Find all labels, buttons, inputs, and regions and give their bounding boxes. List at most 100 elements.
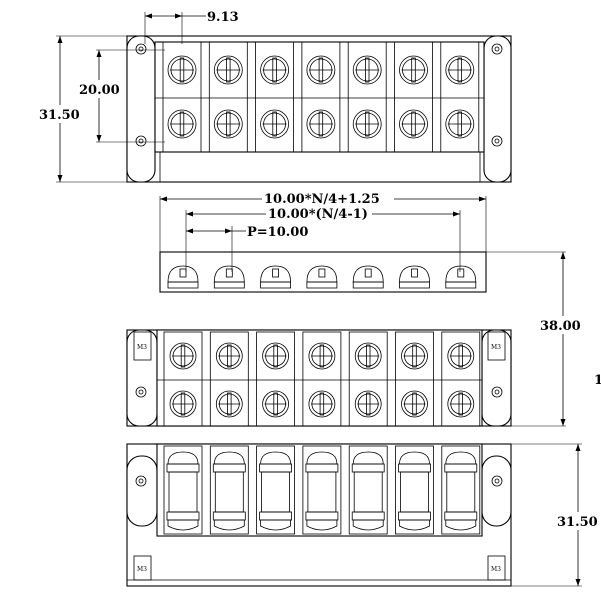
screw-head-outer bbox=[167, 109, 197, 139]
screw-cap-top bbox=[306, 451, 338, 465]
screw-cap-slot bbox=[225, 268, 233, 278]
terminal-cell bbox=[163, 445, 203, 535]
dim-row-spacing: 20.00 bbox=[79, 83, 120, 98]
bottom-view: M3 M3 bbox=[126, 443, 512, 587]
screw-head-outer bbox=[169, 390, 197, 418]
screw-cap-base bbox=[306, 281, 338, 289]
terminal-cell bbox=[395, 445, 434, 535]
terminal-cell bbox=[394, 41, 433, 153]
screw-cap-slot bbox=[457, 268, 465, 278]
terminal-cell bbox=[302, 331, 342, 427]
screw-cap-bottom bbox=[445, 519, 477, 531]
screw-cap bbox=[167, 265, 199, 283]
terminal-cell bbox=[209, 331, 249, 427]
screw-head-outer bbox=[260, 55, 290, 85]
screw-head-outer bbox=[401, 390, 428, 418]
screw-cap-bottom bbox=[399, 519, 430, 531]
middle-view-dimensions: 10.00*N/4+1.25 10.00*(N/4-1) P=10.00 38.… bbox=[159, 191, 601, 427]
terminal-cell bbox=[208, 41, 248, 153]
middle-view-upper-housing bbox=[159, 251, 487, 293]
bottom-view-terminals bbox=[163, 445, 481, 535]
top-view-left-ear bbox=[126, 35, 156, 183]
screw-cap-base bbox=[260, 281, 292, 289]
screw-head-outer bbox=[306, 109, 336, 139]
screw-cap-top bbox=[260, 451, 292, 465]
screw-cap-bottom bbox=[306, 519, 338, 531]
screw-cap-top bbox=[445, 451, 477, 465]
dim-height-bottom: 31.50 bbox=[557, 515, 598, 530]
screw-head-outer bbox=[447, 342, 475, 370]
screw-head-outer bbox=[401, 342, 428, 370]
terminal-cell bbox=[256, 331, 296, 427]
top-view-housing bbox=[154, 41, 485, 153]
middle-view: M3 M3 bbox=[126, 251, 512, 427]
terminal-cell bbox=[441, 445, 481, 535]
screw-head-outer bbox=[399, 109, 428, 139]
terminal-cell bbox=[209, 445, 249, 535]
middle-view-screw-caps bbox=[167, 265, 477, 289]
top-view-terminals bbox=[162, 41, 480, 153]
middle-right-m3-label: M3 bbox=[491, 344, 501, 351]
terminal-cell bbox=[348, 445, 388, 535]
screw-cap bbox=[260, 265, 292, 283]
screw-cap-bottom bbox=[213, 519, 245, 531]
dim-pitch-top: 9.13 bbox=[207, 10, 239, 25]
screw-cap-top bbox=[167, 451, 199, 465]
screw-head-outer bbox=[352, 109, 382, 139]
screw-head-outer bbox=[447, 390, 475, 418]
top-view-dimensions: 9.13 20.00 31.50 bbox=[38, 10, 239, 183]
screw-head-outer bbox=[213, 55, 243, 85]
screw-head-outer bbox=[445, 109, 475, 139]
terminal-cell bbox=[301, 41, 341, 153]
screw-head-outer bbox=[399, 55, 428, 85]
screw-head-outer bbox=[262, 390, 290, 418]
screw-cap bbox=[352, 265, 384, 283]
screw-head-outer bbox=[308, 390, 336, 418]
bottom-view-right-ear bbox=[481, 455, 512, 527]
terminal-cell bbox=[256, 445, 296, 535]
bottom-right-m3-label: M3 bbox=[491, 566, 501, 573]
screw-cap-slot bbox=[318, 268, 326, 278]
top-view bbox=[126, 35, 512, 183]
screw-head-outer bbox=[215, 390, 243, 418]
screw-head-outer bbox=[169, 342, 197, 370]
screw-cap-bottom bbox=[167, 519, 199, 531]
dim-pitch: P=10.00 bbox=[247, 225, 308, 240]
bottom-view-dimensions: 31.50 bbox=[511, 443, 601, 587]
dim-overall-length: 10.00*N/4+1.25 bbox=[264, 192, 380, 207]
dim-height-middle: 38.00 bbox=[540, 319, 581, 334]
screw-head-outer bbox=[354, 342, 382, 370]
middle-left-m3-label: M3 bbox=[137, 344, 147, 351]
screw-cap bbox=[213, 265, 245, 283]
screw-cap-slot bbox=[272, 268, 280, 278]
cut-off-label: 1 bbox=[594, 373, 601, 388]
screw-cap-base bbox=[167, 281, 199, 289]
terminal-cell bbox=[348, 331, 388, 427]
screw-cap-base bbox=[445, 281, 477, 289]
screw-cap-base bbox=[399, 281, 430, 289]
bottom-left-m3-label: M3 bbox=[137, 566, 147, 573]
screw-head-outer bbox=[352, 55, 382, 85]
screw-cap-top bbox=[352, 451, 384, 465]
screw-cap-bottom bbox=[352, 519, 384, 531]
screw-head-outer bbox=[213, 109, 243, 139]
screw-cap-base bbox=[213, 281, 245, 289]
terminal-cell bbox=[441, 331, 481, 427]
top-view-right-ear bbox=[483, 35, 512, 183]
screw-head-outer bbox=[308, 342, 336, 370]
screw-head-outer bbox=[167, 55, 197, 85]
terminal-cell bbox=[255, 41, 295, 153]
terminal-cell bbox=[302, 445, 342, 535]
middle-view-terminals bbox=[163, 331, 481, 427]
screw-cap-base bbox=[352, 281, 384, 289]
terminal-cell bbox=[163, 331, 203, 427]
top-view-mount-holes bbox=[135, 43, 503, 147]
screw-head-outer bbox=[306, 55, 336, 85]
terminal-cell bbox=[395, 331, 434, 427]
terminal-cell bbox=[440, 41, 480, 153]
screw-cap-top bbox=[213, 451, 245, 465]
screw-cap bbox=[306, 265, 338, 283]
dim-total-height-top: 31.50 bbox=[39, 108, 80, 123]
screw-head-outer bbox=[262, 342, 290, 370]
